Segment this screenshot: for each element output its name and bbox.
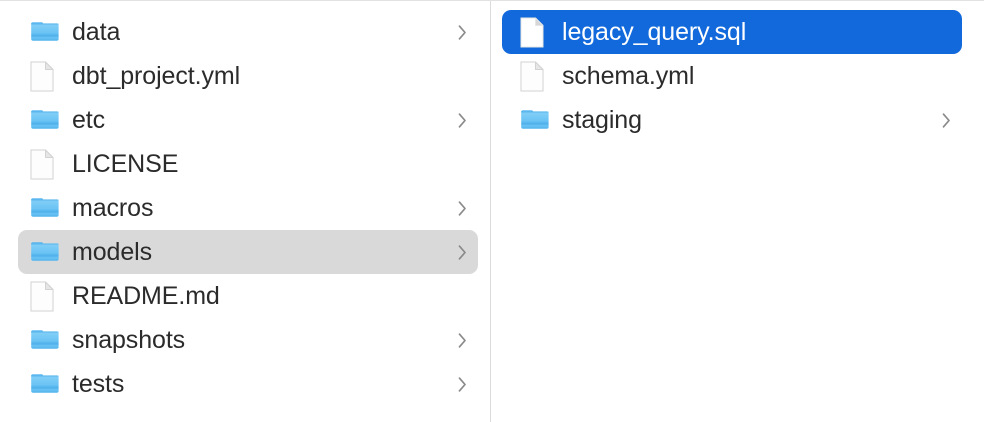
chevron-spacer — [456, 286, 468, 306]
chevron-right-icon[interactable] — [456, 374, 468, 394]
chevron-right-icon[interactable] — [456, 22, 468, 42]
chevron-right-icon[interactable] — [456, 330, 468, 350]
folder-icon — [30, 191, 60, 225]
document-icon — [30, 147, 60, 181]
chevron-spacer — [456, 154, 468, 174]
chevron-right-icon[interactable] — [940, 110, 952, 130]
item-label: staging — [562, 106, 642, 134]
document-icon — [520, 59, 550, 93]
item-label: schema.yml — [562, 62, 695, 90]
folder-row[interactable]: data — [18, 10, 478, 54]
file-row[interactable]: schema.yml — [502, 54, 962, 98]
item-label: macros — [72, 194, 154, 222]
item-label: data — [72, 18, 121, 46]
chevron-right-icon[interactable] — [456, 198, 468, 218]
folder-row[interactable]: models — [18, 230, 478, 274]
item-label: snapshots — [72, 326, 186, 354]
file-row[interactable]: dbt_project.yml — [18, 54, 478, 98]
folder-icon — [30, 103, 60, 137]
file-row[interactable]: legacy_query.sql — [502, 10, 962, 54]
item-label: dbt_project.yml — [72, 62, 241, 90]
document-icon — [30, 59, 60, 93]
item-label: LICENSE — [72, 150, 179, 178]
chevron-spacer — [940, 66, 952, 86]
document-icon — [30, 279, 60, 313]
folder-icon — [30, 235, 60, 269]
folder-row[interactable]: etc — [18, 98, 478, 142]
chevron-spacer — [940, 22, 952, 42]
folder-icon — [30, 15, 60, 49]
document-icon — [520, 15, 550, 49]
file-row[interactable]: LICENSE — [18, 142, 478, 186]
chevron-spacer — [456, 66, 468, 86]
file-column-models[interactable]: legacy_query.sql schema.yml staging — [491, 1, 984, 422]
folder-icon — [520, 103, 550, 137]
item-label: README.md — [72, 282, 220, 310]
folder-row[interactable]: tests — [18, 362, 478, 406]
item-label: tests — [72, 370, 125, 398]
folder-row[interactable]: staging — [502, 98, 962, 142]
folder-row[interactable]: macros — [18, 186, 478, 230]
item-label: etc — [72, 106, 106, 134]
folder-row[interactable]: snapshots — [18, 318, 478, 362]
item-label: legacy_query.sql — [562, 18, 747, 46]
folder-icon — [30, 367, 60, 401]
chevron-right-icon[interactable] — [456, 242, 468, 262]
chevron-right-icon[interactable] — [456, 110, 468, 130]
item-label: models — [72, 238, 152, 266]
file-row[interactable]: README.md — [18, 274, 478, 318]
folder-icon — [30, 323, 60, 357]
